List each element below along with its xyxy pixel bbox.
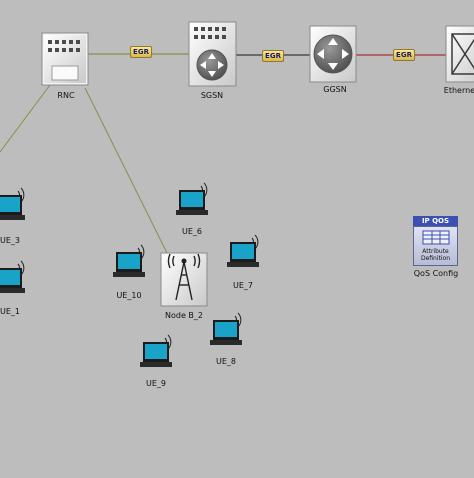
qos-body: Attribute Definition bbox=[413, 226, 458, 266]
ethernet-label: Ethernet bbox=[443, 86, 474, 95]
sgsn-icon[interactable] bbox=[188, 21, 237, 87]
ue-label: UE_7 bbox=[233, 281, 253, 290]
laptop-icon[interactable] bbox=[0, 187, 25, 220]
link-label-rnc-sgsn: EGR bbox=[130, 46, 152, 58]
ue-label: UE_10 bbox=[116, 291, 142, 300]
nodeb-tower-icon[interactable] bbox=[160, 252, 208, 307]
laptop-icon[interactable] bbox=[113, 244, 145, 277]
sgsn-label: SGSN bbox=[200, 91, 224, 100]
ue-label: UE_9 bbox=[146, 379, 166, 388]
link-rnc-nodeb[interactable] bbox=[84, 87, 169, 256]
ue-label: UE_6 bbox=[182, 227, 202, 236]
link-label-ggsn-ethernet: EGR bbox=[393, 49, 415, 61]
laptop-icon[interactable] bbox=[210, 312, 242, 345]
rnc-label: RNC bbox=[57, 91, 75, 100]
ue-label: UE_3 bbox=[0, 236, 20, 245]
nodeb-label: Node B_2 bbox=[165, 311, 203, 320]
qos-text-line1: Attribute bbox=[422, 248, 449, 255]
ggsn-icon[interactable] bbox=[309, 25, 357, 83]
link-label-sgsn-ggsn: EGR bbox=[262, 50, 284, 62]
rnc-icon[interactable] bbox=[41, 32, 89, 86]
laptop-icon[interactable] bbox=[140, 334, 172, 367]
grid-icon bbox=[422, 230, 450, 245]
laptop-icon[interactable] bbox=[0, 260, 25, 293]
ue-label: UE_1 bbox=[0, 307, 20, 316]
qos-badge: IP QOS bbox=[413, 216, 458, 226]
link-rnc-offscreen[interactable] bbox=[0, 84, 51, 153]
ethernet-switch-icon[interactable] bbox=[445, 25, 474, 83]
ggsn-label: GGSN bbox=[323, 85, 347, 94]
laptop-icon[interactable] bbox=[227, 234, 259, 267]
qos-text-line2: Definition bbox=[420, 255, 451, 262]
ue-label: UE_8 bbox=[216, 357, 236, 366]
laptop-icon[interactable] bbox=[176, 182, 208, 215]
qos-label: QoS Config bbox=[413, 269, 459, 278]
